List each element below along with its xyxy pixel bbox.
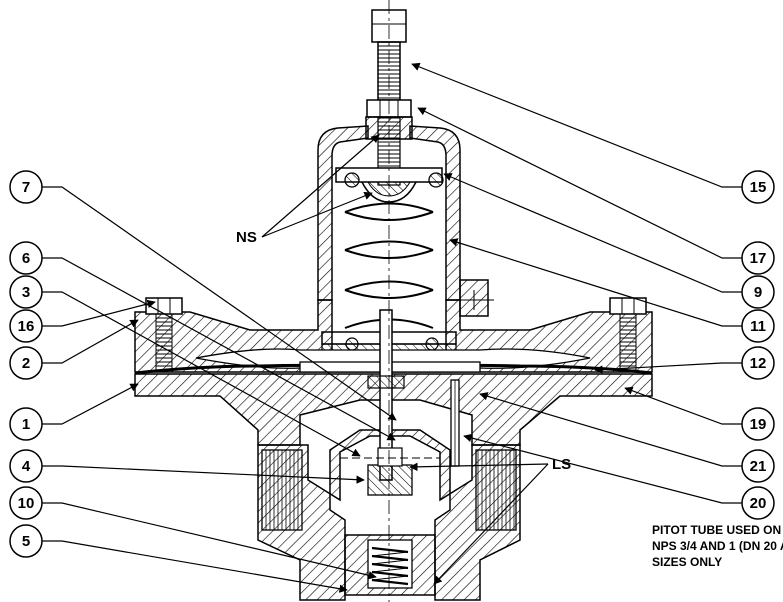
leader-lines-right	[411, 62, 742, 504]
callout-12: 12	[741, 346, 775, 380]
svg-text:16: 16	[18, 318, 35, 335]
svg-text:9: 9	[754, 284, 762, 301]
svg-text:15: 15	[750, 179, 767, 196]
leader-lines	[42, 134, 549, 593]
svg-text:1: 1	[22, 416, 30, 433]
svg-text:12: 12	[750, 355, 767, 372]
svg-text:17: 17	[750, 250, 767, 267]
callout-20: 20	[741, 486, 775, 520]
spring-case	[317, 116, 494, 317]
ls-label: LS	[552, 456, 571, 473]
pitot-tube	[450, 379, 460, 467]
callout-3: 3	[9, 275, 43, 309]
svg-text:11: 11	[750, 318, 766, 335]
callout-19: 19	[741, 407, 775, 441]
svg-text:6: 6	[22, 250, 30, 267]
lower-casing-body	[134, 373, 653, 601]
svg-text:21: 21	[750, 458, 767, 475]
callout-4: 4	[9, 449, 43, 483]
callout-11: 11	[741, 309, 775, 343]
upper-casing-flange	[134, 297, 653, 373]
callout-7: 7	[9, 170, 43, 204]
callout-6: 6	[9, 241, 43, 275]
svg-text:3: 3	[22, 284, 30, 301]
callout-21: 21	[741, 449, 775, 483]
callout-2: 2	[9, 346, 43, 380]
callout-15: 15	[741, 170, 775, 204]
callout-17: 17	[741, 241, 775, 275]
callout-5: 5	[9, 524, 43, 558]
callout-1: 1	[9, 407, 43, 441]
pitot-tube-note: PITOT TUBE USED ON NPS 3/4 AND 1 (DN 20 …	[652, 523, 783, 569]
valve-spring	[371, 546, 409, 586]
upper-spring-seat	[335, 167, 444, 203]
ns-label: NS	[236, 229, 257, 246]
callout-10: 10	[9, 486, 43, 520]
svg-text:7: 7	[22, 179, 30, 196]
svg-text:NPS 3/4 AND 1 (DN 20 AND 25): NPS 3/4 AND 1 (DN 20 AND 25)	[652, 539, 783, 553]
svg-text:5: 5	[22, 533, 30, 550]
callout-9: 9	[741, 275, 775, 309]
callout-16: 16	[9, 309, 43, 343]
svg-text:20: 20	[750, 495, 767, 512]
svg-text:10: 10	[18, 495, 35, 512]
svg-text:4: 4	[22, 458, 31, 475]
svg-text:2: 2	[22, 355, 30, 372]
svg-text:PITOT TUBE USED ON: PITOT TUBE USED ON	[652, 523, 781, 537]
svg-text:SIZES ONLY: SIZES ONLY	[652, 555, 722, 569]
svg-text:19: 19	[750, 416, 767, 433]
